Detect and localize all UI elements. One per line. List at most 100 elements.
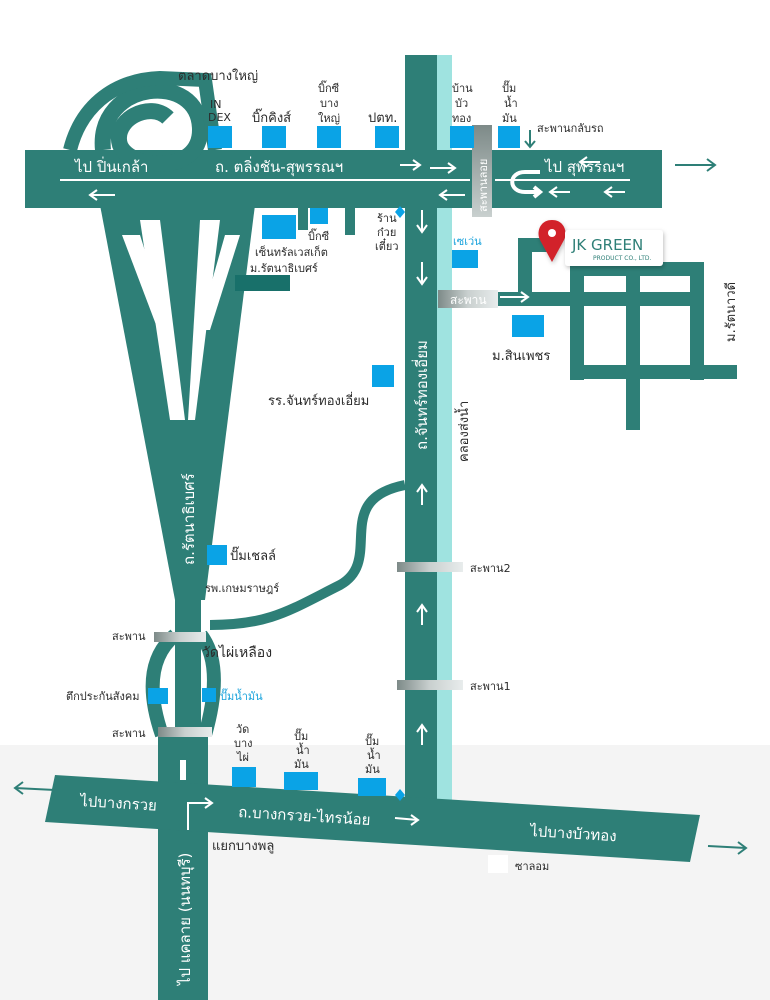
label-chantongiam-rd: ถ.จันทร์ทองเอี่ยม <box>411 340 431 450</box>
poi-watbangphai <box>232 767 256 787</box>
soi-v4 <box>690 262 704 380</box>
label-mrattanawadi: ม.รัตนาวดี <box>723 282 739 342</box>
label-gas-b1-3: มัน <box>294 758 309 771</box>
poi-bigc <box>310 208 328 224</box>
label-central: เซ็นทรัลเวสเก็ต <box>255 245 328 259</box>
bridges <box>154 125 498 737</box>
soi-top <box>518 238 548 252</box>
label-gas-b2-1: ปั๊ม <box>365 733 379 748</box>
direction-arrow-icon <box>13 158 748 855</box>
label-noodle-2: ก๋วย <box>377 226 396 239</box>
jk-green-logo[interactable]: JK GREEN PRODUCT CO., LTD. <box>565 230 663 266</box>
poi-seven <box>452 250 478 268</box>
label-gas-b1-2: น้ำ <box>296 742 310 757</box>
label-bigking: บิ๊กคิงส์ <box>252 108 291 126</box>
label-uturn-bridge: สะพานกลับรถ <box>537 122 604 135</box>
label-school: รร.จันทร์ทองเอี่ยม <box>268 392 369 409</box>
poi-ptt <box>375 126 399 148</box>
label-bankbuatong-2: บัว <box>455 97 468 110</box>
soi-h3 <box>570 365 737 379</box>
uturn-bridge-arrow-icon <box>524 130 536 149</box>
bridge-2 <box>397 562 463 572</box>
label-gas-top-3: มัน <box>502 112 517 125</box>
label-bridge-loi: สะพานลอย <box>477 159 490 212</box>
label-bridge2: สะพาน2 <box>470 562 511 575</box>
label-insurance: ตึกประกันสังคม <box>66 690 139 703</box>
label-mrattanathibet: ม.รัตนาธิเบศร์ <box>250 262 318 275</box>
soi-v1 <box>518 238 532 306</box>
bridge-lower <box>158 727 212 737</box>
label-gas-b2-2: น้ำ <box>367 747 381 762</box>
soi-v3 <box>626 262 640 430</box>
label-bigc-bangyai-3: ใหญ่ <box>318 112 340 125</box>
label-to-bangkruai: ไปบางกรวย <box>79 792 158 815</box>
label-bigc-bangyai-1: บิ๊กซี <box>318 80 340 95</box>
label-salom: ซาลอม <box>515 860 549 873</box>
canal <box>436 55 452 810</box>
interchange-ramp <box>63 70 222 152</box>
road-markings <box>60 156 630 830</box>
connector-1 <box>345 205 355 235</box>
poi-mrattanathibet <box>235 275 290 291</box>
connector-2 <box>298 205 308 230</box>
bridge-1 <box>397 680 463 690</box>
label-rattanathibet-rd: ถ.รัตนาธิเบศร์ <box>180 473 198 565</box>
poi-bigking <box>262 126 286 148</box>
label-gas-b2-3: มัน <box>365 763 380 776</box>
poi-markers <box>148 126 544 873</box>
bridge-soi <box>438 290 498 308</box>
label-gas-top-2: น้ำ <box>504 95 518 110</box>
road-to-khaelai-split <box>180 760 186 780</box>
poi-msinpetch <box>512 315 544 337</box>
logo-name: JK GREEN <box>571 236 643 254</box>
label-hospital: รพ.เกษมราษฎร์ <box>205 582 279 595</box>
u-turn-icon <box>510 170 544 199</box>
road-rattanathibet-lower <box>175 420 201 780</box>
bridge-loi <box>472 125 492 217</box>
poi-shell <box>207 545 227 565</box>
label-to-suphan: ไป สุพรรณฯ <box>544 158 624 177</box>
road-rattanathibet-gap2 <box>198 235 240 330</box>
road-curve-connector <box>209 480 407 630</box>
road-split-right <box>195 630 221 737</box>
label-gas-top-1: ปั๊ม <box>502 80 516 95</box>
poi-bankbuatong <box>450 126 474 148</box>
label-gas-b1-1: ปั๊ม <box>294 728 308 743</box>
label-market: ตลาดบางใหญ่ <box>178 68 258 84</box>
label-watbangphai-2: บาง <box>234 737 253 750</box>
poi-gas-b2 <box>358 778 386 796</box>
label-ptt: ปตท. <box>368 111 397 126</box>
location-pin-icon[interactable] <box>538 220 566 262</box>
label-watbangphai-3: ไผ่ <box>236 751 249 764</box>
label-bridge1: สะพาน1 <box>470 680 511 693</box>
label-to-pinklao: ไป ปิ่นเกล้า <box>74 156 148 176</box>
label-watbangphai-1: วัด <box>236 723 249 736</box>
label-bankbuatong-3: ทอง <box>452 112 471 125</box>
label-canal: คลองส่งน้ำ <box>454 401 472 462</box>
gas-pump-icon <box>395 789 405 801</box>
interchange-loop <box>94 82 209 172</box>
poi-bigc-bangyai <box>317 126 341 148</box>
label-bankbuatong-1: บ้าน <box>452 82 473 95</box>
poi-school <box>372 365 394 387</box>
road-split-watphailuang <box>145 629 180 738</box>
poi-gas-b1 <box>284 772 318 790</box>
bridge-watphailuang <box>154 632 206 642</box>
soi-v2 <box>570 262 584 380</box>
poi-salom <box>488 855 508 873</box>
poi-insurance <box>148 688 168 704</box>
label-noodle-3: เตี๋ยว <box>375 237 399 253</box>
gas-pump-icon <box>395 206 405 218</box>
label-bridge-left-2: สะพาน <box>112 727 146 740</box>
label-bangplu-junction: แยกบางพลู <box>212 839 274 854</box>
poi-index <box>208 126 232 148</box>
label-shell: ปั๊มเชลล์ <box>230 546 276 564</box>
label-to-bangbuatong: ไปบางบัวทอง <box>529 822 617 845</box>
label-index-1: IN <box>210 98 221 111</box>
label-watphailuang: วัดไผ่เหลือง <box>202 644 272 661</box>
label-bigc: บิ๊กซี <box>308 228 330 243</box>
label-bridge-soi: สะพาน <box>450 293 487 307</box>
road-rattanathibet-gap1 <box>122 235 170 330</box>
road-bangkruai-sainoi <box>45 775 700 862</box>
